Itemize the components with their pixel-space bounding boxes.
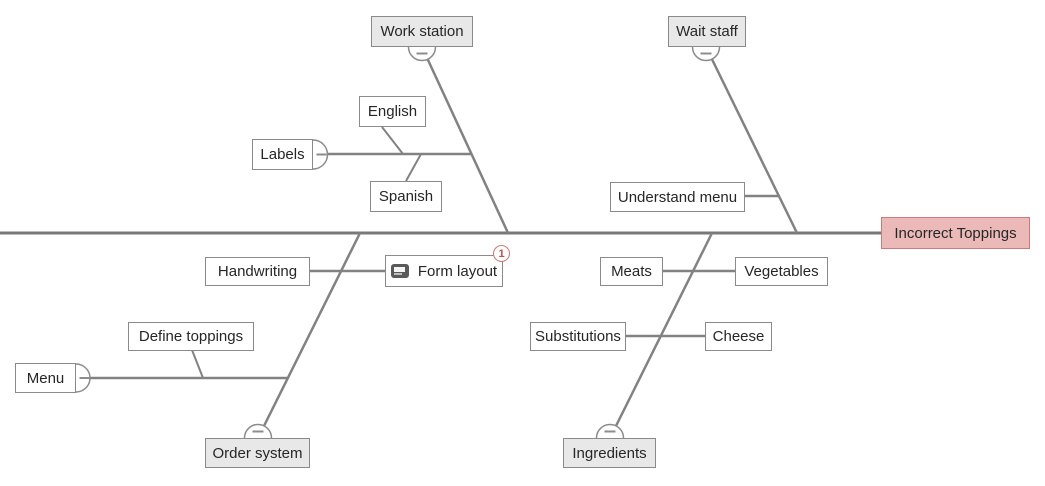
connector-spanish	[405, 153, 422, 182]
effect-box-incorrect-toppings[interactable]: Incorrect Toppings	[881, 217, 1030, 249]
cause-box-substitutions[interactable]: Substitutions	[530, 322, 626, 351]
cause-box-form-layout[interactable]: Form layout 1	[385, 245, 510, 287]
connector-define-toppings	[191, 349, 204, 379]
category-box-work-station[interactable]: Work station	[371, 16, 473, 47]
issue-count-badge[interactable]: 1	[493, 245, 510, 262]
cause-box-menu[interactable]: Menu	[15, 363, 76, 393]
cause-box-form-layout-label: Form layout	[417, 262, 498, 280]
bone-wait-staff	[704, 46, 799, 234]
category-box-order-system[interactable]: Order system	[205, 438, 310, 468]
cause-box-understand-menu[interactable]: Understand menu	[610, 182, 745, 212]
cause-box-define-toppings[interactable]: Define toppings	[128, 322, 254, 351]
connector-english	[381, 126, 404, 155]
category-box-ingredients[interactable]: Ingredients	[563, 438, 656, 468]
cause-box-vegetables[interactable]: Vegetables	[735, 257, 828, 286]
bone-order-system	[256, 232, 362, 439]
cause-box-handwriting[interactable]: Handwriting	[205, 257, 310, 286]
cause-box-meats[interactable]: Meats	[600, 257, 663, 286]
cause-box-cheese[interactable]: Cheese	[705, 322, 772, 351]
bone-work-station	[420, 46, 510, 234]
comment-icon	[390, 264, 409, 278]
category-box-wait-staff[interactable]: Wait staff	[668, 16, 746, 47]
cause-box-spanish[interactable]: Spanish	[370, 181, 442, 212]
cause-box-english[interactable]: English	[359, 96, 426, 127]
cause-box-labels[interactable]: Labels	[252, 139, 313, 170]
